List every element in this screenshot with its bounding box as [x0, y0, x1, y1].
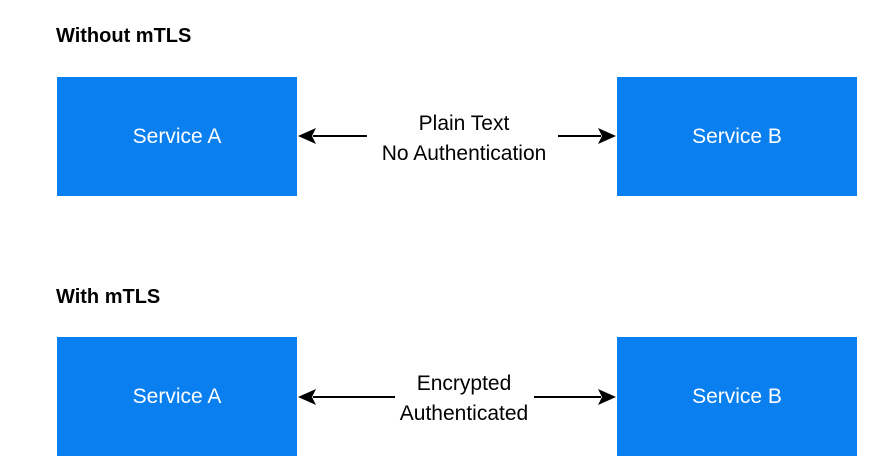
diagram-1-arrow-left — [298, 128, 367, 144]
diagram-2-title: With mTLS — [56, 286, 161, 308]
diagram-1-arrow-right — [558, 128, 616, 144]
diagram-2-connection-line-1: Encrypted — [416, 372, 512, 395]
diagram-1-service-a-label: Service A — [132, 124, 222, 148]
diagram-2-service-b-label: Service B — [692, 384, 782, 408]
diagram-2-service-b-box: Service B — [617, 337, 857, 456]
diagram-1-connection-line-2: No Authentication — [381, 142, 547, 165]
diagram-1-service-b-box: Service B — [617, 77, 857, 196]
diagram-2-arrow-right — [534, 389, 616, 405]
diagram-1-service-a-box: Service A — [57, 77, 297, 196]
diagram-2-connection-line-2: Authenticated — [399, 402, 529, 425]
diagram-2-service-a-box: Service A — [57, 337, 297, 456]
diagram-2-connection-label: Encrypted Authenticated — [364, 369, 564, 429]
diagram-2-service-a-label: Service A — [132, 384, 222, 408]
diagram-1-service-b-label: Service B — [692, 124, 782, 148]
diagram-1-connection-line-1: Plain Text — [418, 112, 510, 135]
diagram-2-arrow-left — [298, 389, 395, 405]
diagram-1-title: Without mTLS — [56, 25, 192, 47]
diagram-1-connection-label: Plain Text No Authentication — [364, 109, 564, 169]
